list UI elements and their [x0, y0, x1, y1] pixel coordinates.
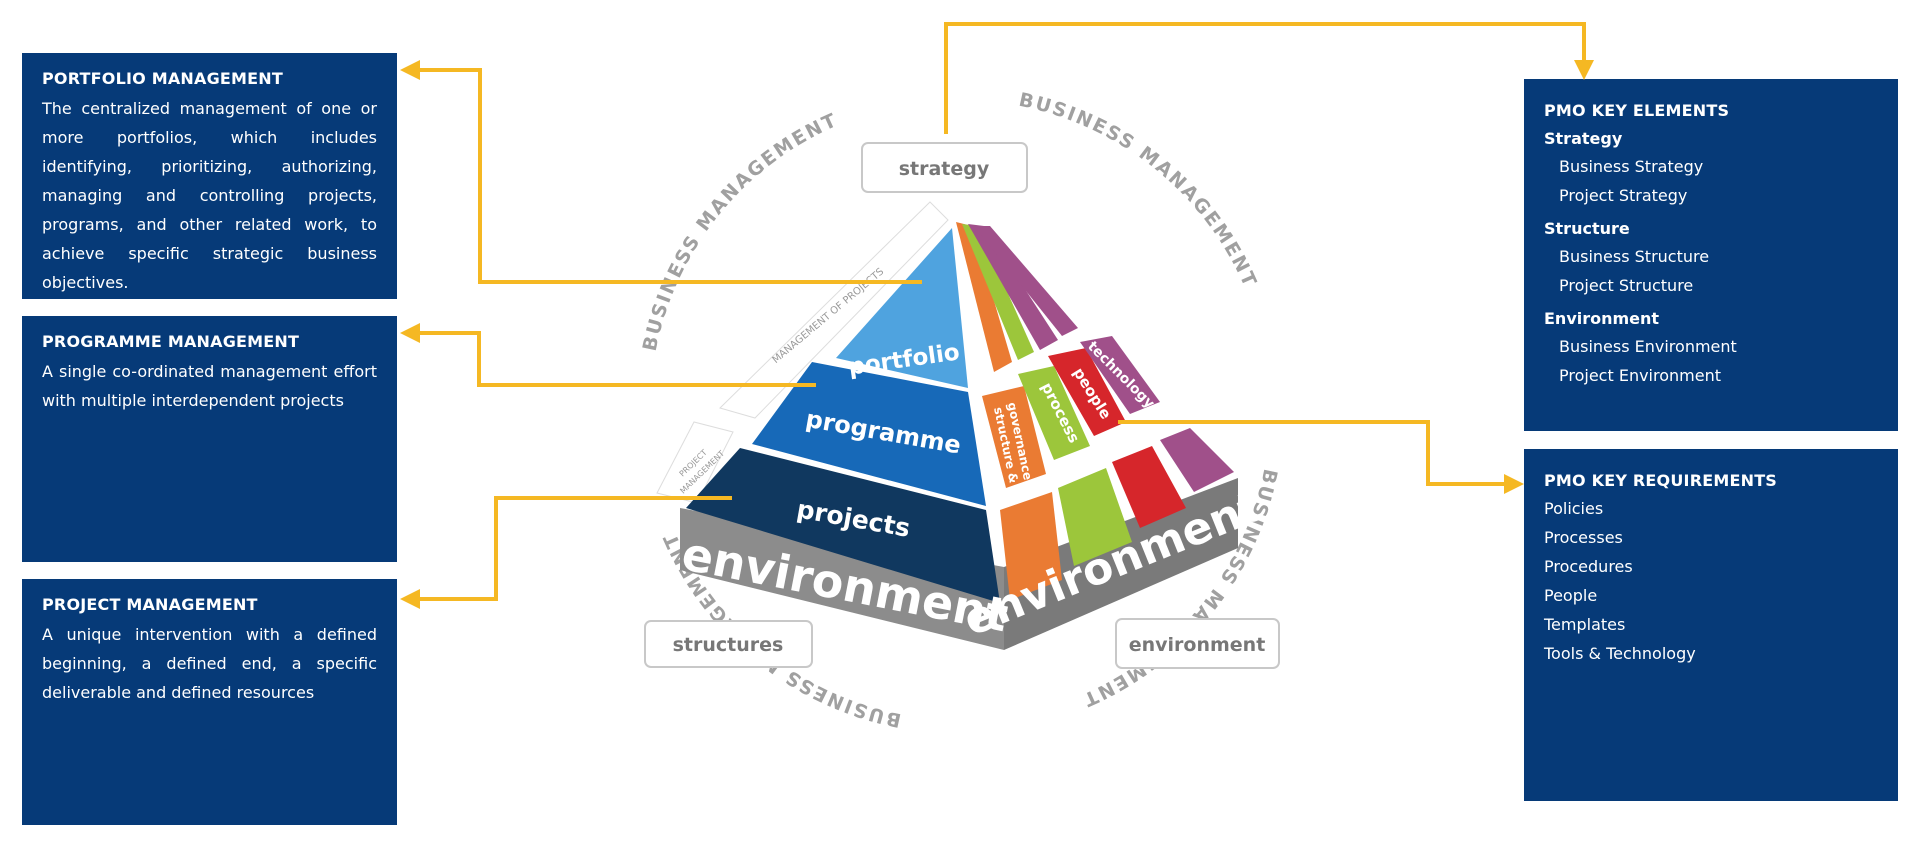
list-item: Procedures — [1544, 557, 1633, 576]
structures-box: structures — [644, 620, 813, 668]
purple-lower-block — [1160, 428, 1234, 492]
list-item: Policies — [1544, 499, 1604, 518]
panel-title: PORTFOLIO MANAGEMENT — [42, 69, 283, 88]
panel-text: A single co-ordinated management effort … — [42, 362, 377, 410]
connector-arrows — [400, 22, 1594, 609]
box-label: environment — [1129, 634, 1266, 656]
panel-title: PROGRAMME MANAGEMENT — [42, 332, 300, 351]
panel-title: PROJECT MANAGEMENT — [42, 595, 258, 614]
orange-lower-block — [1000, 492, 1062, 600]
people-block — [1048, 348, 1126, 436]
list-item: People — [1544, 586, 1598, 605]
list-item: Project Structure — [1559, 276, 1694, 295]
list-item: Templates — [1544, 615, 1626, 634]
base-side — [1004, 478, 1238, 650]
list-item: Project Environment — [1559, 366, 1721, 385]
base-front — [680, 508, 1004, 650]
strip-purple-top — [968, 224, 1058, 350]
strategy-box: strategy — [861, 142, 1028, 193]
group-label: Environment — [1544, 309, 1660, 328]
management-of-projects-strip — [719, 201, 949, 419]
project-management-panel: PROJECT MANAGEMENT A unique intervention… — [22, 579, 397, 825]
pmo-key-requirements-panel: PMO KEY REQUIREMENTS Policies Processes … — [1524, 449, 1898, 801]
technology-block — [1080, 336, 1160, 414]
box-frame — [1115, 618, 1280, 669]
structure-governance-block — [982, 386, 1046, 488]
pmo-key-elements-panel: PMO KEY ELEMENTS Strategy Business Strat… — [1524, 79, 1898, 431]
group-label: Strategy — [1544, 129, 1623, 148]
green-lower-block — [1058, 468, 1132, 566]
ring-text-path: BUSINESS MANAGEMENT — [1017, 89, 1259, 292]
arrow-strategy — [944, 22, 1594, 134]
list-item: Business Environment — [1559, 337, 1737, 356]
list-group: Environment Business Environment Project… — [1544, 306, 1878, 390]
pyramid: portfolio programme projects environment… — [656, 201, 1269, 650]
box-label: structures — [673, 634, 784, 656]
box-label: strategy — [899, 158, 990, 180]
environment-box: environment — [1115, 618, 1280, 669]
projects-tier — [686, 448, 1000, 603]
requirements-list: Policies Processes Procedures People Tem… — [1544, 494, 1878, 668]
arrow-programme — [400, 323, 816, 387]
programme-tier — [752, 362, 986, 506]
group-label: Structure — [1544, 219, 1630, 238]
ring-text-path: BUSINESS MANAGEMENT — [639, 109, 840, 353]
list-group: Strategy Business Strategy Project Strat… — [1544, 126, 1878, 210]
panel-text: A unique intervention with a defined beg… — [42, 625, 377, 702]
panel-text: The centralized management of one or mor… — [42, 99, 377, 292]
strip-orange-top — [956, 222, 1012, 372]
red-lower-block — [1112, 446, 1186, 528]
list-item: Processes — [1544, 528, 1623, 547]
list-item: Business Structure — [1559, 247, 1710, 266]
arrow-projects — [400, 496, 732, 609]
strip-purple-top2 — [974, 226, 1078, 336]
panel-title: PMO KEY ELEMENTS — [1544, 101, 1730, 120]
programme-management-panel: PROGRAMME MANAGEMENT A single co-ordinat… — [22, 316, 397, 562]
ring-text-1: BUSINESS MANAGEMENT — [639, 109, 842, 353]
portfolio-tier — [836, 228, 968, 388]
panel-title: PMO KEY REQUIREMENTS — [1544, 471, 1778, 490]
arrow-portfolio — [400, 60, 922, 284]
ring-text-2: BUSINESS MANAGEMENT — [1017, 89, 1261, 292]
list-group: Structure Business Structure Project Str… — [1544, 216, 1878, 300]
list-item: Project Strategy — [1559, 186, 1688, 205]
strip-green-top — [962, 224, 1034, 360]
portfolio-management-panel: PORTFOLIO MANAGEMENT The centralized man… — [22, 53, 397, 299]
box-frame — [644, 620, 813, 668]
list-item: Tools & Technology — [1544, 644, 1696, 663]
process-block — [1018, 366, 1090, 460]
arrow-requirements — [1118, 420, 1524, 494]
box-frame — [861, 142, 1028, 193]
list-item: Business Strategy — [1559, 157, 1704, 176]
